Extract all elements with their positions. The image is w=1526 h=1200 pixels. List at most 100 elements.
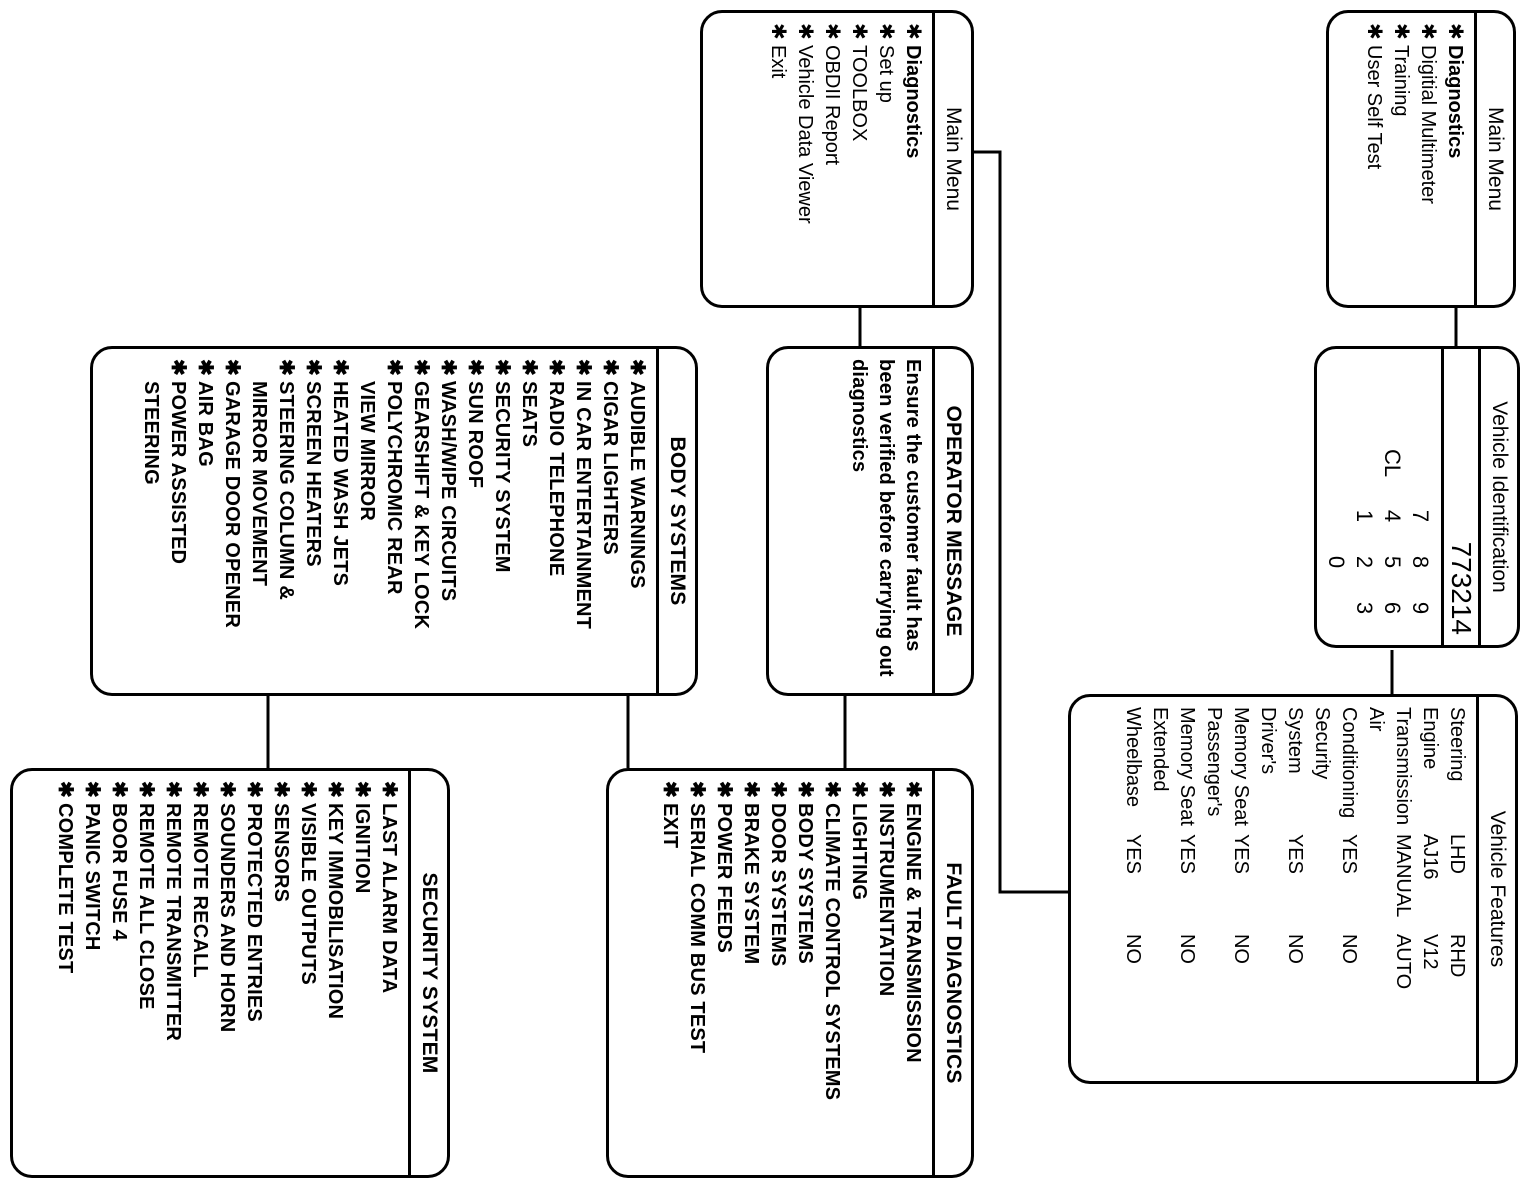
body-systems-item[interactable]: ✱CIGAR LIGHTERS (596, 359, 623, 683)
security-system-item[interactable]: ✱COMPLETE TEST (51, 781, 78, 1165)
feature-option-1[interactable] (1308, 834, 1335, 934)
main-menu-2-item-setup[interactable]: ✱Set up (872, 23, 899, 295)
security-system-item[interactable]: ✱SENSORS (267, 781, 294, 1165)
main-menu-2-item-toolbox[interactable]: ✱TOOLBOX (845, 23, 872, 295)
feature-option-2[interactable]: V12 (1419, 933, 1441, 970)
security-system-item[interactable]: ✱BOOR FUSE 4 (105, 781, 132, 1165)
security-system-item[interactable]: ✱PANIC SWITCH (78, 781, 105, 1165)
vehicle-feature-row[interactable]: Driver's (1254, 707, 1281, 997)
security-system-item[interactable]: ✱PROTECTED ENTRIES (240, 781, 267, 1165)
keypad-key-5[interactable]: 5 (1380, 555, 1405, 569)
fault-diagnostics-item[interactable]: ✱DOOR SYSTEMS (764, 781, 791, 1165)
body-systems-item[interactable]: ✱RADIO TELEPHONE (542, 359, 569, 683)
main-menu-2-item-obdii-report[interactable]: ✱OBDII Report (818, 23, 845, 295)
body-systems-item[interactable]: ✱SUN ROOF (461, 359, 488, 683)
security-system-item[interactable]: ✱IGNITION (348, 781, 375, 1165)
keypad-key-7[interactable]: 7 (1408, 509, 1433, 523)
keypad-key-9[interactable]: 9 (1408, 601, 1433, 615)
body-systems-item[interactable]: ✱AIR BAG (191, 359, 218, 683)
feature-option-2[interactable] (1308, 934, 1335, 997)
feature-option-1[interactable]: MANUAL (1392, 833, 1414, 918)
feature-option-2[interactable]: NO (1122, 933, 1144, 964)
body-systems-item[interactable]: ✱SECURITY SYSTEM (488, 359, 515, 683)
main-menu-2-item-diagnostics[interactable]: ✱Diagnostics (899, 23, 926, 295)
body-systems-item[interactable]: ✱SEATS (515, 359, 542, 683)
fault-diagnostics-item[interactable]: ✱LIGHTING (845, 781, 872, 1165)
vehicle-feature-row[interactable]: Security (1308, 707, 1335, 997)
feature-option-1[interactable]: YES (1122, 833, 1144, 874)
keypad-key-1[interactable]: 1 (1352, 509, 1377, 523)
body-systems-item[interactable]: ✱HEATED WASH JETS (326, 359, 353, 683)
body-systems-item[interactable]: MIRROR MOVEMENT (245, 359, 272, 683)
body-systems-item[interactable]: ✱GEARSHIFT & KEY LOCK (407, 359, 434, 683)
body-systems-item[interactable]: ✱STEERING COLUMN & (272, 359, 299, 683)
feature-option-2[interactable]: AUTO (1392, 933, 1414, 990)
feature-option-2[interactable] (1362, 934, 1389, 997)
vehicle-feature-row[interactable]: Air (1362, 707, 1389, 997)
body-systems-item[interactable]: ✱POWER ASSISTED (164, 359, 191, 683)
fault-diagnostics-item[interactable]: ✱INSTRUMENTATION (872, 781, 899, 1165)
fault-diagnostics-item[interactable]: ✱CLIMATE CONTROL SYSTEMS (818, 781, 845, 1165)
keypad-key-clear[interactable]: CL (1380, 448, 1405, 478)
keypad-key-4[interactable]: 4 (1380, 509, 1405, 523)
keypad-key-3[interactable]: 3 (1352, 601, 1377, 615)
feature-option-2[interactable]: RHD (1446, 933, 1468, 978)
keypad-key-6[interactable]: 6 (1380, 601, 1405, 615)
feature-option-1[interactable] (1146, 834, 1173, 934)
fault-diagnostics-item[interactable]: ✱EXIT (656, 781, 683, 1165)
feature-option-2[interactable]: NO (1176, 933, 1198, 964)
body-systems-item[interactable]: VIEW MIRROR (353, 359, 380, 683)
feature-option-2[interactable] (1146, 934, 1173, 997)
feature-option-2[interactable]: NO (1338, 933, 1360, 964)
vehicle-feature-row[interactable]: Passenger's (1200, 707, 1227, 997)
main-menu-1-item-multimeter[interactable]: ✱Digitial Multimeter (1414, 23, 1441, 295)
feature-option-2[interactable] (1200, 934, 1227, 997)
fault-diagnostics-item[interactable]: ✱BRAKE SYSTEM (737, 781, 764, 1165)
keypad-key-0[interactable]: 0 (1324, 555, 1349, 569)
feature-option-1[interactable]: YES (1284, 833, 1306, 874)
keypad-key-8[interactable]: 8 (1408, 555, 1433, 569)
security-system-item[interactable]: ✱REMOTE ALL CLOSE (132, 781, 159, 1165)
feature-option-2[interactable] (1254, 934, 1281, 997)
security-system-item[interactable]: ✱SOUNDERS AND HORN (213, 781, 240, 1165)
feature-option-1[interactable]: YES (1338, 833, 1360, 874)
feature-option-1[interactable] (1254, 834, 1281, 934)
body-systems-item[interactable]: ✱AUDIBLE WARNINGS (623, 359, 650, 683)
feature-option-2[interactable]: NO (1230, 933, 1252, 964)
body-systems-item[interactable]: STEERING (137, 359, 164, 683)
main-menu-2-item-data-viewer[interactable]: ✱Vehicle Data Viewer (791, 23, 818, 295)
body-systems-item[interactable]: ✱WASH/WIPE CIRCUITS (434, 359, 461, 683)
body-systems-item[interactable]: ✱SCREEN HEATERS (299, 359, 326, 683)
fault-diagnostics-item[interactable]: ✱POWER FEEDS (710, 781, 737, 1165)
feature-option-1[interactable] (1362, 834, 1389, 934)
feature-option-1[interactable]: LHD (1446, 833, 1468, 874)
security-system-item[interactable]: ✱REMOTE TRANSMITTER (159, 781, 186, 1165)
keypad-key-2[interactable]: 2 (1352, 555, 1377, 569)
feature-option-1[interactable] (1200, 834, 1227, 934)
fault-diagnostics-item[interactable]: ✱BODY SYSTEMS (791, 781, 818, 1165)
body-systems-item[interactable]: ✱IN CAR ENTERTAINMENT (569, 359, 596, 683)
security-system-item[interactable]: ✱REMOTE RECALL (186, 781, 213, 1165)
feature-option-1[interactable]: AJ16 (1419, 833, 1441, 880)
main-menu-1-item-training[interactable]: ✱Training (1387, 23, 1414, 295)
body-systems-item[interactable]: ✱GARAGE DOOR OPENER (218, 359, 245, 683)
security-system-item[interactable]: ✱LAST ALARM DATA (375, 781, 402, 1165)
fault-diagnostics-item[interactable]: ✱ENGINE & TRANSMISSION (899, 781, 926, 1165)
feature-option-2[interactable]: NO (1284, 933, 1306, 964)
body-systems-item[interactable]: ✱POLYCHROMIC REAR (380, 359, 407, 683)
security-system-item[interactable]: ✱VISIBLE OUTPUTS (294, 781, 321, 1165)
main-menu-1-item-diagnostics[interactable]: ✱Diagnostics (1441, 23, 1468, 295)
feature-option-1[interactable]: YES (1176, 833, 1198, 874)
feature-option-1[interactable]: YES (1230, 833, 1252, 874)
fault-diagnostics-item[interactable]: ✱SERIAL COMM BUS TEST (683, 781, 710, 1165)
main-menu-2-item-exit[interactable]: ✱Exit (764, 23, 791, 295)
main-menu-1-item-self-test[interactable]: ✱User Self Test (1360, 23, 1387, 295)
security-system-item[interactable]: ✱KEY IMMOBILISATION (321, 781, 348, 1165)
